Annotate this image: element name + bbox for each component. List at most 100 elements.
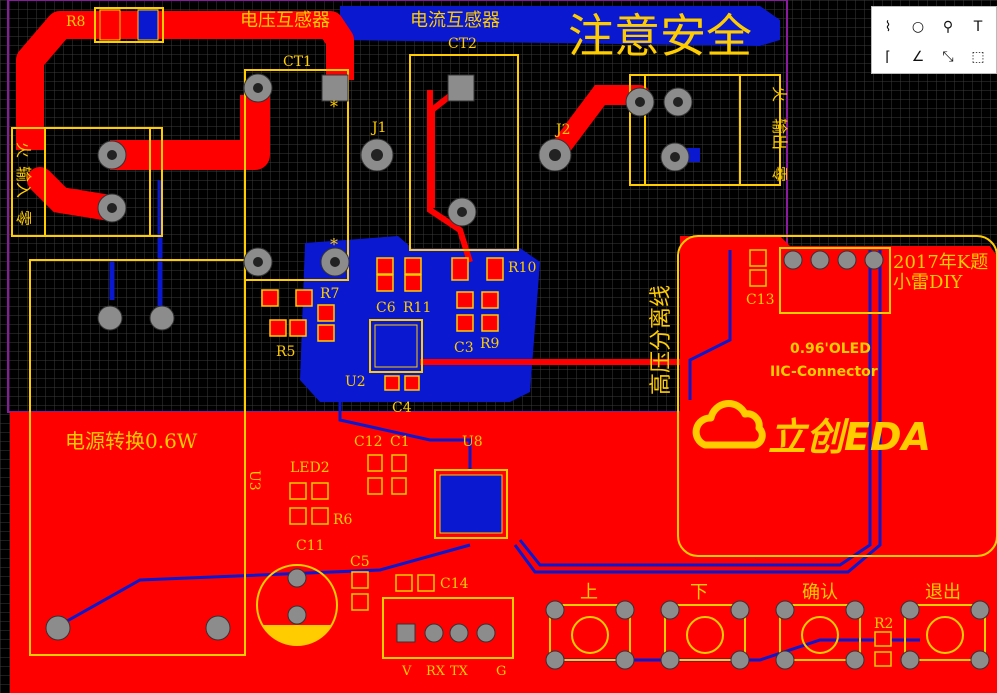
c13-pad2: [749, 269, 767, 287]
wire-tool-icon[interactable]: ⌇: [884, 19, 892, 35]
btn-confirm-pin-3: [775, 650, 795, 670]
led2-pad2: [311, 482, 329, 500]
designator-c1: C1: [390, 434, 410, 450]
btn-exit-pin-3: [900, 650, 920, 670]
btn-confirm-cap: [801, 616, 839, 654]
r2-pad1: [874, 631, 892, 647]
oled-pin-1: [783, 250, 803, 270]
r11-pad1: [376, 274, 394, 292]
pin-g-label: G: [496, 664, 506, 679]
btn-up-pin-2: [615, 600, 635, 620]
designator-u2: U2: [345, 374, 366, 390]
c4-pad2: [404, 375, 420, 391]
r5-pad2: [289, 319, 307, 337]
btn-confirm-pin-4: [845, 650, 865, 670]
blue-bus-2: [518, 250, 872, 567]
designator-r11: R11: [403, 300, 431, 316]
r10-pad1: [451, 257, 469, 281]
r8-pad1: [99, 9, 121, 41]
year-title-label: 2017年K题: [893, 252, 988, 273]
button-confirm-outline: [779, 604, 861, 661]
ct1-pin-c-drill: [253, 257, 263, 267]
angle-tool-icon[interactable]: ∠: [911, 49, 925, 65]
designator-r8: R8: [66, 14, 85, 30]
input-neutral-trace: [27, 167, 123, 221]
oled-line2-label: IIC-Connector: [770, 364, 878, 380]
u3-pin-1: [97, 305, 123, 331]
j2-drill: [549, 149, 561, 161]
r5-pad1: [269, 319, 287, 337]
u8-body: [439, 474, 503, 534]
ct1-outline: [244, 69, 349, 281]
btn-exit-pin-2: [970, 600, 990, 620]
ct1-pin-b: [321, 74, 349, 102]
output-word-label: 输出: [770, 118, 789, 150]
u3-pin-2: [149, 305, 175, 331]
designator-c3: C3: [454, 340, 474, 356]
designator-ct2: CT2: [448, 36, 477, 52]
designator-ct1: CT1: [283, 54, 312, 70]
pin-tx-label: TX: [450, 664, 469, 679]
designator-r7: R7: [320, 286, 339, 302]
u2-outline: [369, 319, 423, 373]
input-connector-outline: [11, 127, 163, 237]
header-pin-tx: [449, 623, 469, 643]
input-neutral-label: 零: [14, 210, 33, 226]
c5-pad2: [351, 593, 369, 611]
c6-pad1: [376, 257, 394, 275]
ct1-pin-a-drill: [253, 83, 263, 93]
corner-tool-icon[interactable]: ⌈: [885, 49, 891, 65]
oled-outline: [677, 235, 997, 557]
r8-trace: [16, 11, 354, 150]
r6-pad2: [311, 507, 329, 525]
designator-c12: C12: [354, 434, 383, 450]
oled-header-outline: [779, 247, 891, 314]
text-tool-icon[interactable]: T: [973, 19, 983, 35]
designator-j1: J1: [370, 120, 387, 136]
r10-pad2: [486, 257, 504, 281]
blue-bus-4: [688, 250, 732, 400]
u3-outline: [29, 259, 246, 656]
drawing-toolbox: ⌇ ○ ⚲ T ⌈ ∠ ⤡ ⬚: [871, 6, 997, 74]
c13-pad1: [749, 249, 767, 267]
input-pin-1-drill: [107, 150, 117, 160]
btn-exit-cap: [926, 616, 964, 654]
designator-c11: C11: [296, 538, 325, 554]
power-conversion-label: 电源转换0.6W: [65, 429, 198, 453]
pin-tool-icon[interactable]: ⚲: [942, 19, 954, 35]
current-transformer-label: 电流互感器: [410, 10, 500, 31]
output-pin-2-drill: [673, 97, 683, 107]
c12-pad1: [367, 454, 383, 472]
logo-text: 立创EDA: [768, 415, 931, 459]
btn-up-pin-4: [615, 650, 635, 670]
blue-bus-5: [59, 543, 471, 627]
btn-confirm-pin-1: [775, 600, 795, 620]
u8-outline: [434, 469, 508, 539]
led2-pad1: [289, 482, 307, 500]
rect-select-tool-icon[interactable]: ⬚: [971, 49, 985, 65]
input-word-label: 输入: [14, 166, 33, 198]
r9-pad2: [481, 314, 499, 332]
button-down-label: 下: [690, 582, 708, 603]
top-blue-strip: [340, 6, 780, 46]
ct2-polarity-star: *: [330, 235, 338, 254]
c1-pad2: [391, 477, 407, 495]
btn-up-cap: [571, 616, 609, 654]
high-voltage-separation-label: 高压分离线: [649, 285, 674, 395]
c4-pad1: [384, 375, 400, 391]
circle-tool-icon[interactable]: ○: [911, 19, 925, 35]
c14-pad1: [395, 574, 413, 592]
btn-exit-pin-1: [900, 600, 920, 620]
power-pour: [10, 412, 997, 693]
pin-rx-label: RX: [426, 664, 446, 679]
designator-r10: R10: [508, 260, 536, 276]
ct1-polarity-star: *: [330, 97, 338, 116]
button-exit-outline: [904, 604, 986, 661]
blue-bus-6: [560, 638, 920, 662]
u2-body: [374, 324, 418, 368]
c3-pad1: [456, 291, 474, 309]
header-pin-v: [396, 623, 416, 643]
cloud-icon: [692, 400, 766, 449]
button-down-outline: [664, 604, 746, 661]
route-tool-icon[interactable]: ⤡: [942, 49, 954, 65]
